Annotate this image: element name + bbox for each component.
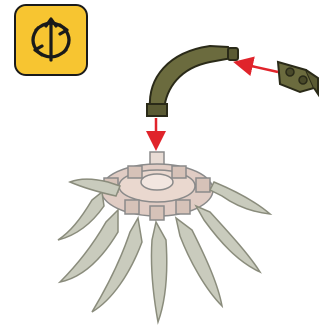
connector-clip-part [278,62,318,94]
curved-tentacle-part [147,46,238,116]
claw-base-assembly [58,152,270,322]
attach-connector-arrow [238,63,278,72]
